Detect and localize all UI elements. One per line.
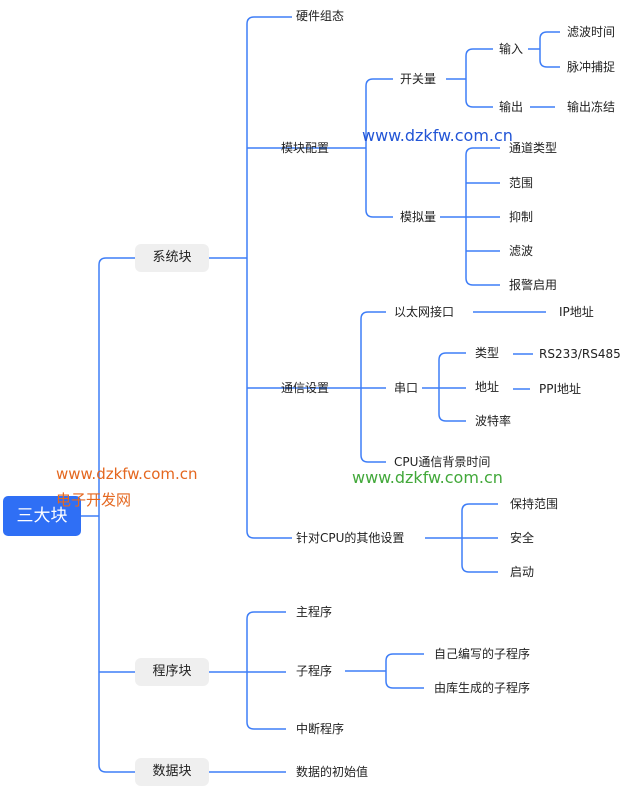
watermark-url-left: www.dzkfw.com.cn — [56, 465, 198, 483]
data-init-node: 数据的初始值 — [296, 765, 369, 779]
filter-node: 滤波 — [509, 244, 534, 258]
connector-line — [246, 258, 286, 539]
cpu-other-settings-node: 针对CPU的其他设置 — [296, 531, 405, 545]
output-freeze-node: 输出冻结 — [567, 100, 616, 114]
pulse-capture-node: 脉冲捕捉 — [567, 60, 616, 74]
retain-range-node: 保持范围 — [510, 497, 559, 511]
connector-line — [385, 653, 424, 671]
watermark-url-center: www.dzkfw.com.cn — [352, 468, 503, 487]
self-written-sub-node: 自己编写的子程序 — [434, 647, 531, 661]
hardware-config-node: 硬件组态 — [296, 9, 345, 23]
connector-line — [246, 16, 286, 258]
connector-line — [539, 31, 560, 49]
program-block-node: 程序块 — [135, 658, 209, 686]
connector-line — [465, 147, 500, 217]
data-block-node: 数据块 — [135, 758, 209, 786]
suppress-node: 抑制 — [509, 210, 534, 224]
watermark-url-top: www.dzkfw.com.cn — [362, 126, 513, 145]
interrupt-program-node: 中断程序 — [296, 722, 345, 736]
connector-line — [98, 257, 135, 516]
address-node: 地址 — [475, 380, 500, 394]
connector-line — [465, 79, 493, 108]
connector-line — [465, 48, 493, 79]
analog-qty-node: 模拟量 — [400, 210, 437, 224]
input-node: 输入 — [499, 42, 524, 56]
library-sub-node: 由库生成的子程序 — [434, 681, 531, 695]
connector-line — [438, 388, 466, 422]
ppi-address-node: PPI地址 — [539, 382, 582, 396]
type-node: 类型 — [475, 346, 500, 360]
startup-node: 启动 — [510, 565, 535, 579]
connector-line — [360, 311, 386, 388]
main-program-node: 主程序 — [296, 605, 333, 619]
security-node: 安全 — [510, 531, 535, 545]
ethernet-node: 以太网接口 — [394, 305, 455, 319]
connector-line — [360, 388, 386, 463]
connector-line — [246, 672, 286, 730]
module-config-node: 模块配置 — [281, 141, 330, 155]
connector-line — [461, 538, 498, 573]
ip-address-node: IP地址 — [559, 305, 594, 319]
serial-port-node: 串口 — [394, 381, 419, 395]
system-block-node: 系统块 — [135, 244, 209, 272]
watermark-site-name: 电子开发网 — [56, 491, 132, 509]
filter-time-node: 滤波时间 — [567, 25, 616, 39]
connector-line — [539, 49, 560, 68]
connector-line — [365, 78, 393, 148]
root-node: 三大块 — [3, 496, 81, 536]
connector-line — [98, 516, 135, 773]
connector-line — [438, 352, 466, 388]
connector-line — [461, 503, 498, 538]
baud-rate-node: 波特率 — [475, 414, 512, 428]
output-node: 输出 — [499, 100, 524, 114]
connector-line — [385, 671, 424, 689]
rs-node: RS233/RS485 — [539, 347, 621, 361]
switch-qty-node: 开关量 — [400, 72, 437, 86]
channel-type-node: 通道类型 — [509, 141, 558, 155]
cpu-bg-time-node: CPU通信背景时间 — [394, 455, 491, 469]
comm-settings-node: 通信设置 — [281, 381, 330, 395]
subroutine-node: 子程序 — [296, 664, 333, 678]
connector-line — [365, 148, 393, 218]
connector-line — [246, 611, 286, 672]
alarm-enable-node: 报警启用 — [509, 278, 558, 292]
range-node: 范围 — [509, 176, 534, 190]
connector-line — [465, 217, 500, 286]
